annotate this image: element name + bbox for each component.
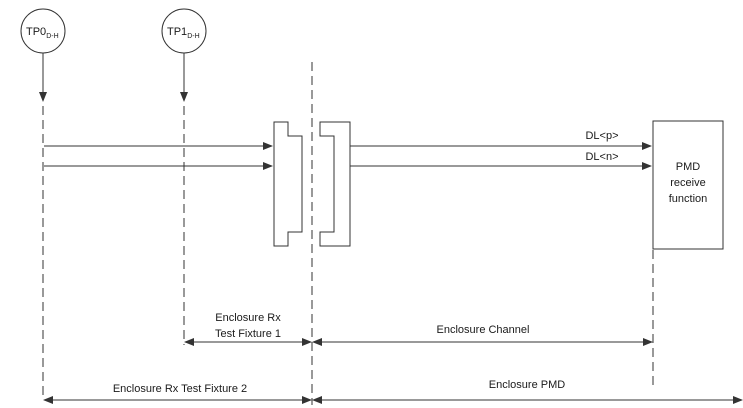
pmd-span-label: Enclosure PMD xyxy=(489,379,565,391)
pmd-box-line-3: function xyxy=(669,193,708,205)
fixture1-label-line-1: Enclosure Rx xyxy=(215,312,281,324)
tp0-label: TP0D-H xyxy=(26,26,59,40)
fixture-connector xyxy=(273,121,303,247)
signal-label-n: DL<n> xyxy=(585,151,618,163)
tp0-node: TP0D-H xyxy=(20,8,66,54)
channel-label: Enclosure Channel xyxy=(437,324,530,336)
pmd-box-line-2: receive xyxy=(670,177,705,189)
pmd-receive-box xyxy=(652,120,724,250)
signal-label-p: DL<p> xyxy=(585,130,618,142)
channel-connector xyxy=(319,121,351,247)
fixture1-label-line-2: Test Fixture 1 xyxy=(215,328,281,340)
fixture2-label: Enclosure Rx Test Fixture 2 xyxy=(113,383,247,395)
tp1-node: TP1D-H xyxy=(161,8,207,54)
pmd-box-line-1: PMD xyxy=(676,161,701,173)
tp1-label: TP1D-H xyxy=(167,26,200,40)
